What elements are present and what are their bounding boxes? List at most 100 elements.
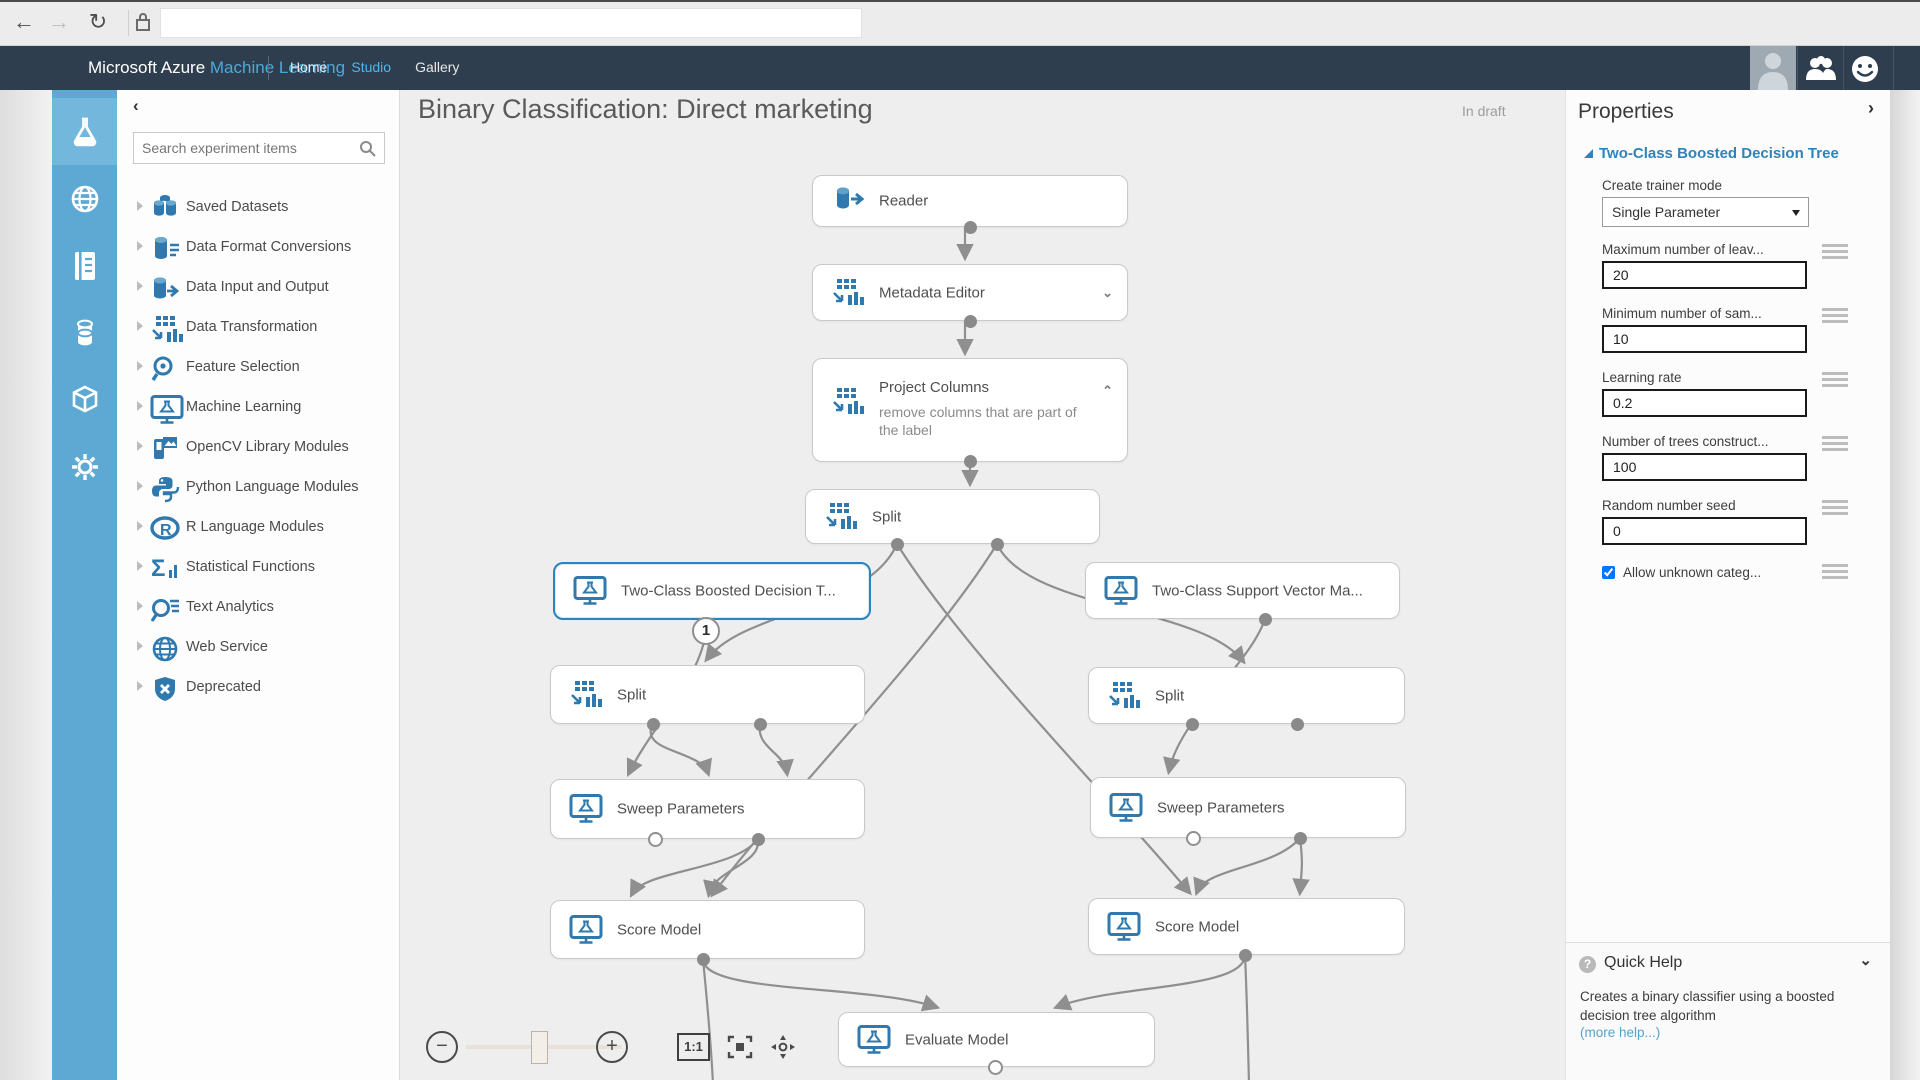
- pan-icon[interactable]: [768, 1033, 798, 1066]
- expander-icon[interactable]: [137, 641, 143, 651]
- expander-icon[interactable]: [137, 201, 143, 211]
- field-input-5[interactable]: [1602, 517, 1807, 545]
- smiley-feedback-icon[interactable]: [1850, 54, 1880, 89]
- parameter-menu-icon[interactable]: [1822, 372, 1848, 390]
- expander-icon[interactable]: [137, 481, 143, 491]
- connector-port[interactable]: [751, 832, 765, 846]
- people-icon[interactable]: [1804, 54, 1838, 87]
- field-input-4[interactable]: [1602, 453, 1807, 481]
- more-help-link[interactable]: (more help...): [1580, 1025, 1661, 1040]
- expander-icon[interactable]: [137, 361, 143, 371]
- parameter-menu-icon[interactable]: [1822, 436, 1848, 454]
- nav-studio[interactable]: Studio: [351, 59, 392, 75]
- zoom-in-button[interactable]: +: [596, 1031, 628, 1063]
- address-bar[interactable]: [160, 8, 862, 38]
- node-split-c[interactable]: Split: [805, 489, 1100, 544]
- expander-icon[interactable]: [137, 281, 143, 291]
- expander-icon[interactable]: [137, 441, 143, 451]
- node-sweep-r[interactable]: Sweep Parameters: [1090, 777, 1406, 838]
- palette-item-data-transformation[interactable]: Data Transformation: [117, 313, 400, 347]
- connector-port[interactable]: [963, 454, 977, 468]
- expander-icon[interactable]: [137, 561, 143, 571]
- parameter-menu-icon[interactable]: [1822, 564, 1848, 582]
- connector-port[interactable]: [1238, 948, 1252, 962]
- notebooks-icon[interactable]: [52, 232, 117, 299]
- node-split-r[interactable]: Split: [1088, 667, 1405, 724]
- connector-port[interactable]: [990, 537, 1004, 551]
- search-input[interactable]: [134, 133, 356, 163]
- palette-item-saved-datasets[interactable]: Saved Datasets: [117, 193, 400, 227]
- connector-port[interactable]: [1290, 717, 1304, 731]
- chevron-up-icon[interactable]: ⌃: [1102, 383, 1113, 398]
- output-port-badge[interactable]: 1: [692, 617, 720, 645]
- properties-collapse-button[interactable]: ›: [1868, 98, 1874, 118]
- chevron-down-icon[interactable]: ⌄: [1102, 284, 1113, 300]
- node-sweep-l[interactable]: Sweep Parameters: [550, 779, 865, 839]
- expander-icon[interactable]: [137, 321, 143, 331]
- fit-to-screen-icon[interactable]: [725, 1033, 755, 1066]
- browser-refresh-button[interactable]: ↻: [88, 9, 108, 34]
- trainer-mode-select[interactable]: Single Parameter: [1602, 197, 1809, 227]
- palette-item-python-language-modules[interactable]: Python Language Modules: [117, 473, 400, 507]
- connector-port-unconnected[interactable]: [1185, 830, 1201, 846]
- settings-icon[interactable]: [52, 433, 117, 500]
- connector-port[interactable]: [1293, 831, 1307, 845]
- palette-item-data-format-conversions[interactable]: Data Format Conversions: [117, 233, 400, 267]
- node-score-r[interactable]: Score Model: [1088, 898, 1405, 955]
- zoom-slider-thumb[interactable]: [531, 1031, 548, 1064]
- nav-gallery[interactable]: Gallery: [415, 59, 460, 75]
- parameter-menu-icon[interactable]: [1822, 500, 1848, 518]
- zoom-out-button[interactable]: −: [426, 1031, 458, 1063]
- connector-port[interactable]: [963, 314, 977, 328]
- connector-port-unconnected[interactable]: [987, 1059, 1003, 1075]
- palette-item-machine-learning[interactable]: Machine Learning: [117, 393, 400, 427]
- expander-icon[interactable]: [137, 521, 143, 531]
- parameter-menu-icon[interactable]: [1822, 308, 1848, 326]
- node-split-l[interactable]: Split: [550, 665, 865, 724]
- browser-back-button[interactable]: ←: [13, 9, 35, 34]
- connector-port-unconnected[interactable]: [647, 831, 663, 847]
- expander-icon[interactable]: [137, 601, 143, 611]
- web-services-icon[interactable]: [52, 165, 117, 232]
- connector-port[interactable]: [646, 717, 660, 731]
- palette-item-web-service[interactable]: Web Service: [117, 633, 400, 667]
- palette-collapse-button[interactable]: ‹: [133, 96, 139, 115]
- expander-icon[interactable]: [137, 401, 143, 411]
- node-reader[interactable]: Reader: [812, 175, 1128, 227]
- search-icon[interactable]: [359, 140, 377, 163]
- zoom-actual-size-button[interactable]: 1:1: [677, 1033, 710, 1061]
- expander-icon[interactable]: [137, 241, 143, 251]
- connector-port[interactable]: [696, 952, 710, 966]
- palette-item-text-analytics[interactable]: Text Analytics: [117, 593, 400, 627]
- properties-section-header[interactable]: Two-Class Boosted Decision Tree: [1584, 145, 1874, 163]
- field-input-2[interactable]: [1602, 325, 1807, 353]
- user-avatar[interactable]: [1750, 46, 1796, 90]
- connector-port[interactable]: [890, 537, 904, 551]
- parameter-menu-icon[interactable]: [1822, 244, 1848, 262]
- quick-help-collapse-icon[interactable]: ⌄: [1859, 952, 1872, 969]
- field-input-3[interactable]: [1602, 389, 1807, 417]
- node-metadata[interactable]: Metadata Editor⌄: [812, 264, 1128, 321]
- panel-scrollbar[interactable]: [1890, 90, 1920, 1080]
- connector-port[interactable]: [753, 717, 767, 731]
- trained-models-icon[interactable]: [52, 366, 117, 433]
- node-svm[interactable]: Two-Class Support Vector Ma...: [1085, 562, 1400, 619]
- allow-unknown-checkbox[interactable]: [1602, 566, 1615, 579]
- palette-item-feature-selection[interactable]: Feature Selection: [117, 353, 400, 387]
- node-evaluate[interactable]: Evaluate Model: [838, 1012, 1155, 1067]
- expander-icon[interactable]: [137, 681, 143, 691]
- field-input-1[interactable]: [1602, 261, 1807, 289]
- node-score-l[interactable]: Score Model: [550, 900, 865, 959]
- connector-port[interactable]: [963, 220, 977, 234]
- node-bdt[interactable]: Two-Class Boosted Decision T...: [553, 562, 871, 620]
- nav-home[interactable]: Home: [290, 59, 328, 75]
- palette-item-deprecated[interactable]: Deprecated: [117, 673, 400, 707]
- palette-item-opencv-library-modules[interactable]: OpenCV Library Modules: [117, 433, 400, 467]
- browser-forward-button[interactable]: →: [48, 9, 70, 34]
- experiments-icon[interactable]: [52, 98, 117, 165]
- connector-port[interactable]: [1185, 717, 1199, 731]
- datasets-icon[interactable]: [52, 299, 117, 366]
